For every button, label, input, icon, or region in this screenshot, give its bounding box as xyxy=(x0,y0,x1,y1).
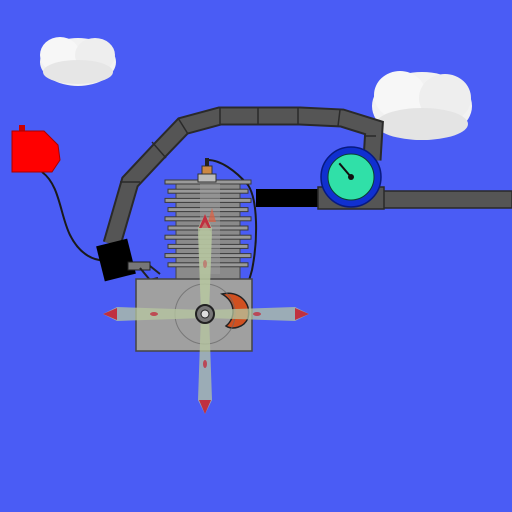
propeller-blade xyxy=(198,214,212,314)
propeller-blade xyxy=(198,222,212,314)
propeller-blade xyxy=(205,307,309,321)
propeller-icon[interactable] xyxy=(103,214,309,414)
cloud-right xyxy=(372,71,472,140)
pressure-gauge-icon xyxy=(320,146,382,208)
fuel-line xyxy=(41,171,109,262)
gauge-needle xyxy=(338,162,352,178)
carburetor-icon[interactable] xyxy=(96,238,161,282)
propeller-blade xyxy=(198,314,212,414)
propeller-hub-center xyxy=(200,309,210,319)
spark-plug-icon[interactable] xyxy=(197,158,217,183)
propeller-blade xyxy=(103,307,205,321)
fuel-tank-icon[interactable] xyxy=(11,125,61,173)
exhaust-pipe xyxy=(256,186,512,210)
intake-duct xyxy=(102,106,384,247)
cloud-left xyxy=(40,37,116,86)
